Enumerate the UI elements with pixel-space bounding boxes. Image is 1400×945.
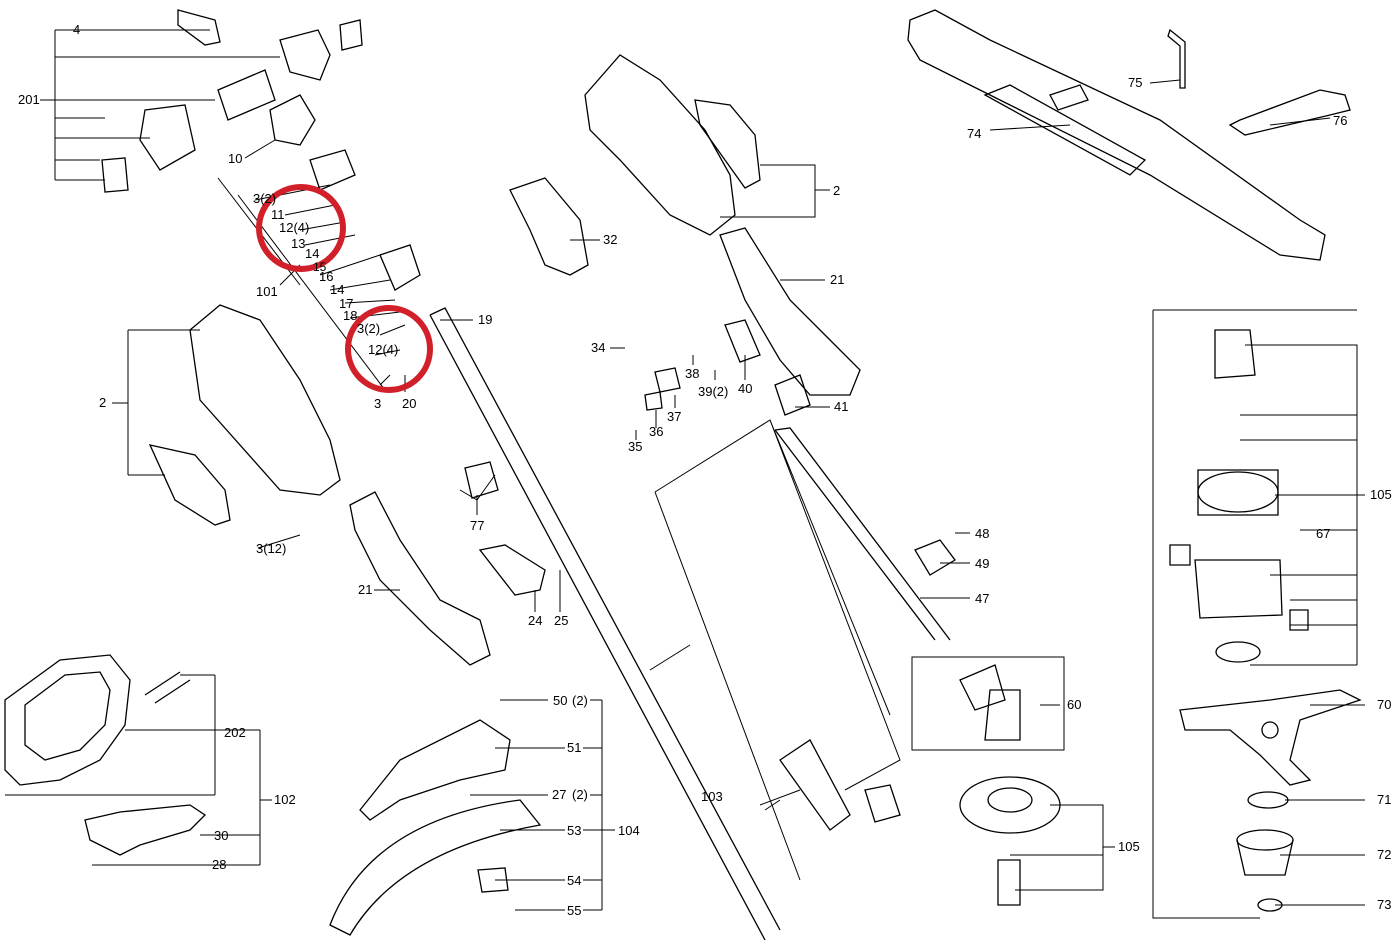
part-label-25: 25 [554,613,569,628]
part-label-4: 4 [73,22,81,37]
part-label-202: 202 [224,725,246,740]
part-label-3-2-upper: 3(2) [253,191,277,206]
part-label-30: 30 [214,828,229,843]
part-label-53: 53 [567,823,582,838]
part-label-2-right: 2 [833,183,841,198]
part-label-3: 3 [374,396,382,411]
part-label-38: 38 [685,366,700,381]
part-label-21-left: 21 [358,582,373,597]
part-label-71: 71 [1377,792,1392,807]
part-label-75: 75 [1128,75,1143,90]
part-label-67: 67 [1316,526,1331,541]
part-label-60: 60 [1067,697,1082,712]
part-label-54: 54 [567,873,582,888]
part-label-36: 36 [649,424,664,439]
part-label-103: 103 [701,789,723,804]
part-label-12-4-lower: 12(4) [368,342,399,357]
part-label-34: 34 [591,340,606,355]
highlight-circle-upper [256,184,346,272]
part-label-21-right: 21 [830,272,845,287]
part-label-77: 77 [470,518,485,533]
part-label-102: 102 [274,792,296,807]
part-label-50: 50 [553,693,568,708]
part-label-32: 32 [603,232,618,247]
part-label-27-qty: (2) [572,787,588,802]
part-label-18: 18 [343,308,358,323]
part-label-49: 49 [975,556,990,571]
part-label-74: 74 [967,126,982,141]
part-label-50-qty: (2) [572,693,588,708]
part-label-101: 101 [256,284,278,299]
part-label-16: 16 [319,269,334,284]
leader-lines [5,29,1365,919]
part-label-2-left: 2 [99,395,107,410]
part-label-37: 37 [667,409,682,424]
part-label-11: 11 [271,207,285,222]
part-label-51: 51 [567,740,582,755]
part-label-14-lower: 14 [330,282,345,297]
part-label-104: 104 [618,823,640,838]
part-label-35: 35 [628,439,643,454]
part-label-14-upper: 14 [305,246,320,261]
part-label-76: 76 [1333,113,1348,128]
part-label-201: 201 [18,92,40,107]
part-label-48: 48 [975,526,990,541]
part-label-28: 28 [212,857,227,872]
part-label-13: 13 [291,236,306,251]
part-label-73: 73 [1377,897,1392,912]
part-label-105-bottom: 105 [1118,839,1140,854]
part-label-10: 10 [228,151,243,166]
part-label-72: 72 [1377,847,1392,862]
part-label-41: 41 [834,399,849,414]
part-label-20: 20 [402,396,417,411]
part-label-3-2-lower: 3(2) [357,321,381,336]
part-label-17: 17 [339,296,354,311]
part-label-27: 27 [552,787,567,802]
part-label-19: 19 [478,312,493,327]
part-label-70: 70 [1377,697,1392,712]
part-label-40: 40 [738,381,753,396]
part-label-24: 24 [528,613,543,628]
part-label-55: 55 [567,903,582,918]
part-label-3-12: 3(12) [256,541,287,556]
part-label-39-2: 39(2) [698,384,729,399]
highlight-circle-lower [345,305,433,393]
part-label-15: 15 [313,260,327,274]
part-drawings [4,9,1362,941]
part-label-47: 47 [975,591,990,606]
part-label-12-4-upper: 12(4) [279,220,310,235]
part-label-105-right: 105 [1370,487,1392,502]
